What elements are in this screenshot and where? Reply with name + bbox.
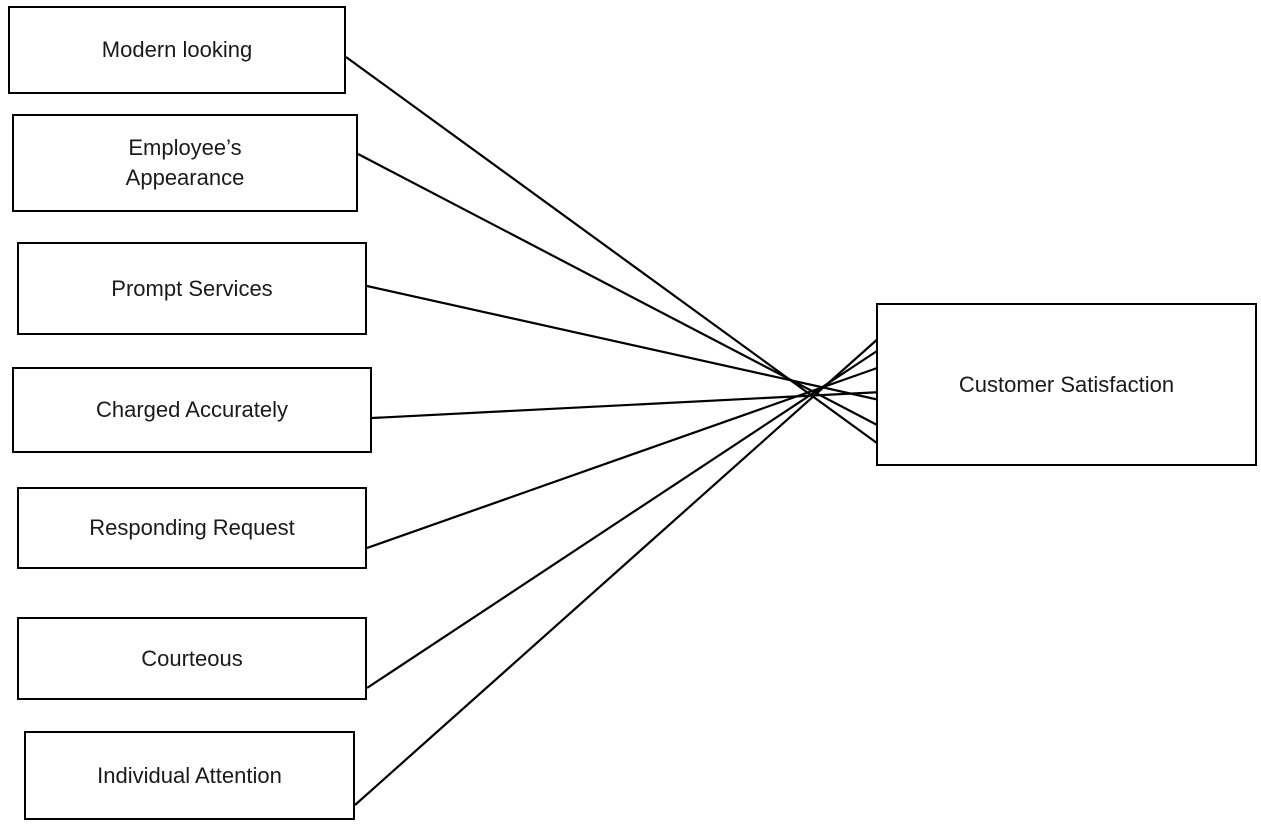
factor-label-courteous: Courteous (141, 645, 243, 671)
connector-courteous-to-satisfaction (366, 348, 881, 689)
factor-label-employees-appearance: Employee’s Appearance (125, 135, 245, 190)
factor-box-courteous: Courteous (17, 617, 367, 700)
connector-appearance-to-satisfaction (357, 153, 882, 428)
factor-box-responding-request: Responding Request (17, 487, 367, 569)
connector-prompt-to-satisfaction (366, 284, 885, 403)
factor-box-employees-appearance: Employee’s Appearance (12, 114, 358, 212)
outcome-box-customer-satisfaction: Customer Satisfaction (876, 303, 1257, 466)
factor-label-responding-request: Responding Request (89, 515, 295, 540)
factor-box-charged-accurately: Charged Accurately (12, 367, 372, 453)
factor-box-individual-attention: Individual Attention (24, 731, 355, 820)
factor-label-modern-looking: Modern looking (101, 37, 253, 62)
factor-box-prompt-services: Prompt Services (17, 242, 367, 335)
factor-label-prompt-services: Prompt Services (111, 275, 273, 301)
connector-charged-to-satisfaction (371, 390, 883, 420)
connector-individual-to-satisfaction (354, 336, 881, 806)
connector-modern-to-satisfaction (345, 56, 882, 447)
connector-responding-to-satisfaction (366, 365, 881, 550)
factor-box-modern-looking: Modern looking (8, 6, 346, 94)
factor-label-charged-accurately: Charged Accurately (96, 397, 288, 422)
outcome-label-customer-satisfaction: Customer Satisfaction (958, 371, 1175, 397)
factor-label-individual-attention: Individual Attention (97, 762, 282, 788)
